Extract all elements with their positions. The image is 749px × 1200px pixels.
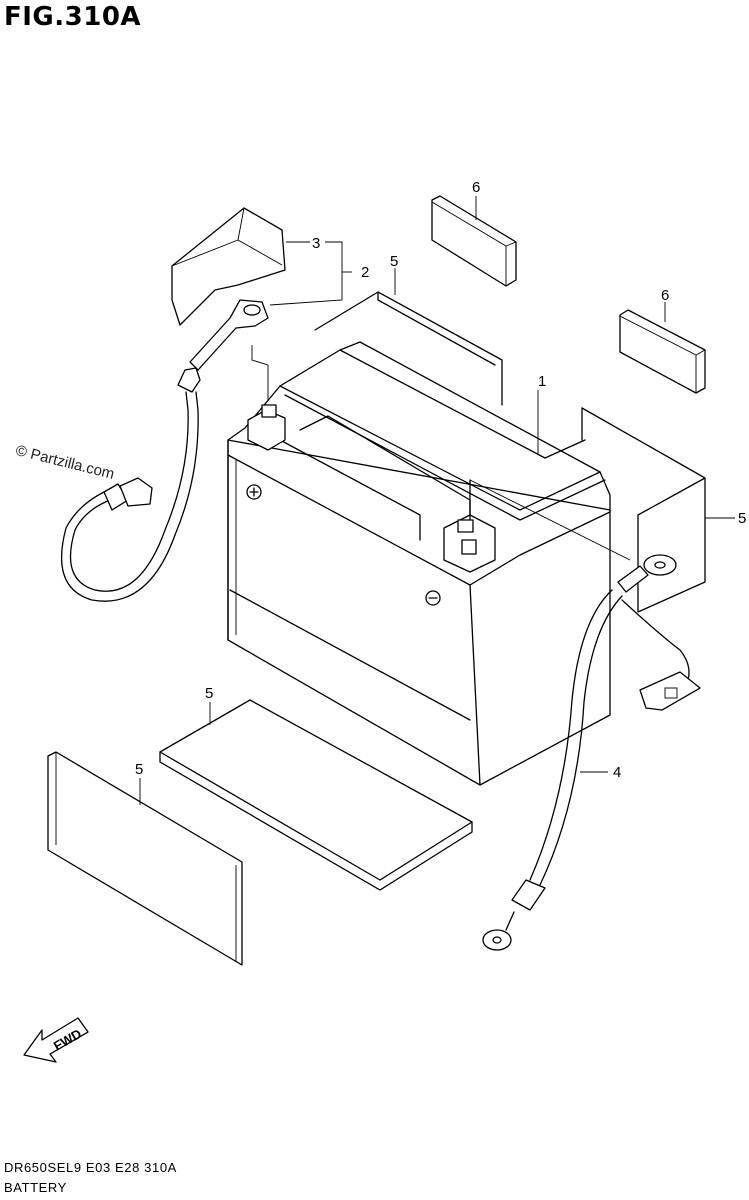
callout-positive-cap: 3	[312, 235, 320, 252]
spacer-upper[interactable]	[431, 195, 517, 287]
figure-title: FIG.310A	[4, 2, 142, 32]
positive-lead[interactable]	[60, 367, 201, 602]
callout-negative-lead: 4	[613, 764, 621, 781]
battery-body[interactable]	[227, 341, 611, 786]
pad-side-right[interactable]	[581, 407, 706, 613]
negative-lead[interactable]	[469, 479, 701, 951]
spacer-right[interactable]	[619, 309, 706, 394]
positive-cap[interactable]	[171, 207, 286, 326]
diagram-caption: BATTERY	[4, 1180, 67, 1195]
pad-front[interactable]	[47, 751, 243, 966]
callout-positive-terminal-cover: 2	[361, 264, 369, 281]
callout-spacer-upper: 6	[472, 179, 480, 196]
pad-top[interactable]	[314, 291, 503, 406]
diagram-code: DR650SEL9 E03 E28 310A	[4, 1160, 177, 1175]
callout-pad-front: 5	[135, 761, 143, 778]
callout-pad-top: 5	[390, 253, 398, 270]
fwd-arrow-icon: FWD	[23, 1017, 89, 1063]
callout-pad-bottom: 5	[205, 685, 213, 702]
callout-spacer-right: 6	[661, 287, 669, 304]
positive-terminal-cover[interactable]	[189, 299, 269, 371]
leader-lines	[139, 196, 735, 805]
pad-bottom[interactable]	[159, 699, 473, 891]
callout-battery: 1	[538, 373, 546, 390]
callout-pad-side-right: 5	[738, 510, 746, 527]
